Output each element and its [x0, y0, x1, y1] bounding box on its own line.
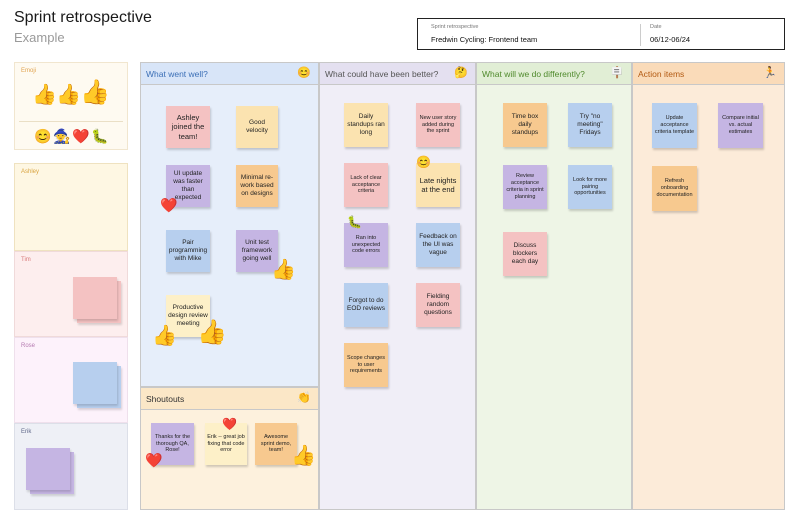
sticky-note[interactable]: Unit test framework going well: [236, 230, 278, 272]
thumbs-up-icon[interactable]: 👍: [197, 319, 227, 346]
topic-value[interactable]: Fredwin Cycling: Frontend team: [431, 35, 538, 44]
lane-tim-label: Tim: [21, 257, 31, 263]
sticky-note[interactable]: Time box daily standups: [503, 103, 547, 147]
lane-emoji: Emoji 👍 👍 👍 😊 🧙 ❤️ 🐛: [14, 62, 128, 150]
sticky-note[interactable]: Update acceptance criteria template: [652, 103, 697, 148]
sticky-note[interactable]: Review acceptance criteria in sprint pla…: [503, 165, 547, 209]
lane-rose-label: Rose: [21, 343, 36, 349]
date-value[interactable]: 06/12-06/24: [650, 35, 691, 44]
bug-icon[interactable]: 🐛: [91, 128, 109, 144]
heart-icon[interactable]: ❤️: [72, 128, 90, 144]
bug-icon[interactable]: 🐛: [347, 215, 362, 229]
sticky-note[interactable]: Feedback on the UI was vague: [416, 223, 460, 267]
sticky-note[interactable]: Pair programming with Mike: [166, 230, 210, 272]
erik-sticky-stack[interactable]: [26, 448, 70, 490]
sticky-note[interactable]: Late nights at the end: [416, 163, 460, 207]
sticky-note[interactable]: Daily standups ran long: [344, 103, 388, 147]
sticky-note[interactable]: New user story added during the sprint: [416, 103, 460, 147]
clapping-icon: 👏: [297, 392, 311, 404]
wizard-icon[interactable]: 🧙: [53, 128, 71, 144]
column-header: What could have been better? 🤔: [320, 63, 475, 85]
column-title: What will we do differently?: [482, 69, 585, 79]
column-header: Action items 🏃: [633, 63, 784, 85]
running-icon: 🏃: [763, 67, 777, 79]
thumbs-up-icon[interactable]: 👍: [32, 84, 57, 106]
lane-ashley: Ashley: [14, 163, 128, 251]
date-label: Date: [650, 24, 662, 30]
lane-erik-label: Erik: [21, 429, 32, 435]
rose-sticky-stack[interactable]: [73, 362, 117, 404]
sticky-note[interactable]: Lack of clear acceptance criteria: [344, 163, 388, 207]
heart-icon[interactable]: ❤️: [222, 417, 237, 431]
sticky-note[interactable]: Look for more pairing opportunities: [568, 165, 612, 209]
sticky-note[interactable]: UI update was faster than expected: [166, 165, 210, 207]
smile-icon[interactable]: 😊: [34, 128, 52, 144]
sticky-note[interactable]: Compare initial vs. actual estimates: [718, 103, 763, 148]
heart-icon[interactable]: ❤️: [145, 452, 163, 468]
column-header: What will we do differently? 🪧: [477, 63, 631, 85]
sticky-note[interactable]: Good velocity: [236, 106, 278, 148]
sticky-note[interactable]: Try "no meeting" Fridays: [568, 103, 612, 147]
section-title: Shoutouts: [146, 394, 185, 404]
tim-sticky-stack[interactable]: [73, 277, 117, 319]
sticky-note[interactable]: Thanks for the thorough QA, Rose!: [151, 423, 194, 465]
thumbs-up-icon[interactable]: 👍: [80, 79, 110, 106]
thumbs-up-icon[interactable]: 👍: [152, 325, 177, 347]
sprint-info-box: Sprint retrospective Fredwin Cycling: Fr…: [417, 18, 785, 50]
sticky-note[interactable]: Discuss blockers each day: [503, 232, 547, 276]
column-header: What went well? 😊: [141, 63, 318, 85]
thinking-icon: 🤔: [454, 67, 468, 79]
thumbs-up-icon[interactable]: 👍: [271, 259, 296, 281]
lane-tim: Tim: [14, 251, 128, 337]
column-title: What could have been better?: [325, 69, 439, 79]
smile-icon[interactable]: 😊: [416, 155, 431, 169]
section-header: Shoutouts 👏: [141, 388, 318, 410]
lane-ashley-label: Ashley: [21, 169, 40, 175]
lane-erik: Erik: [14, 423, 128, 510]
thumbs-up-icon[interactable]: 👍: [56, 84, 81, 106]
heart-icon[interactable]: ❤️: [160, 197, 178, 213]
board-subtitle: Example: [14, 30, 65, 45]
column-title: What went well?: [146, 69, 208, 79]
sticky-note[interactable]: Fielding random questions: [416, 283, 460, 327]
thumbs-up-icon[interactable]: 👍: [291, 445, 316, 467]
sticky-note[interactable]: Minimal re-work based on designs: [236, 165, 278, 207]
sticky-note[interactable]: Erik -- great job fixing that code error: [205, 423, 247, 465]
signpost-icon: 🪧: [610, 67, 624, 79]
sticky-note[interactable]: Productive design review meeting: [166, 295, 210, 337]
column-title: Action items: [638, 69, 685, 79]
emoji-divider: [19, 121, 123, 122]
sticky-note[interactable]: Refresh onboarding documentation: [652, 166, 697, 211]
lane-emoji-label: Emoji: [21, 68, 37, 74]
sticky-note[interactable]: Scope changes to user requirements: [344, 343, 388, 387]
sticky-note[interactable]: Awesome sprint demo, team!: [255, 423, 297, 465]
sticky-note[interactable]: Ran into unexpected code errors: [344, 223, 388, 267]
info-divider: [640, 24, 641, 46]
lane-rose: Rose: [14, 337, 128, 423]
board-title: Sprint retrospective: [14, 9, 152, 26]
sticky-note[interactable]: Ashley joined the team!: [166, 106, 210, 148]
sticky-note[interactable]: Forgot to do EOD reviews: [344, 283, 388, 327]
topic-label: Sprint retrospective: [431, 24, 479, 30]
smile-icon: 😊: [297, 67, 311, 79]
